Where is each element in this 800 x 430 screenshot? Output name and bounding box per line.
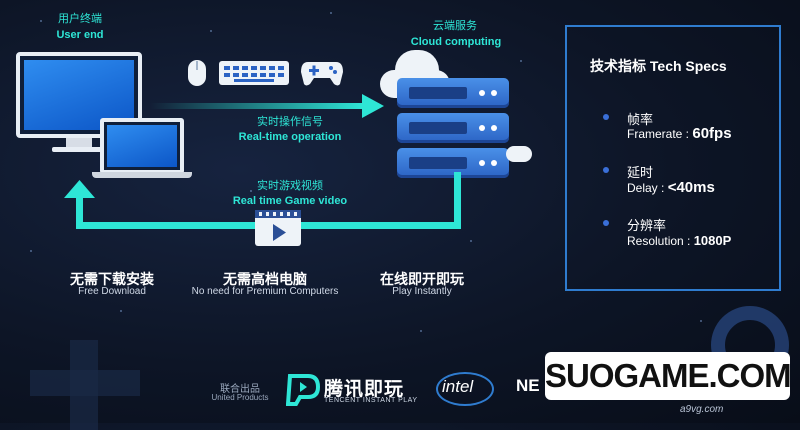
- tech-specs-title: 技术指标 Tech Specs: [590, 58, 727, 74]
- monitor-stand: [66, 138, 92, 148]
- operation-arrow: [150, 94, 384, 118]
- spec-resolution-label: Resolution :: [627, 234, 694, 248]
- partner-logo-text: NE: [516, 376, 540, 395]
- spec-resolution-zh: 分辨率: [627, 218, 667, 233]
- feature-title-play-instantly: 在线即开即玩: [380, 271, 464, 287]
- video-player-icon: [255, 210, 301, 246]
- brand-name-en: TENCENT INSTANT PLAY: [324, 397, 418, 404]
- spec-framerate-value: 60fps: [692, 125, 732, 142]
- mouse-icon: [188, 60, 206, 86]
- small-cloud-icon: [506, 146, 532, 162]
- keyboard-icon: [219, 61, 289, 85]
- spec-resolution: Resolution : 1080P: [627, 233, 731, 248]
- monitor-base: [52, 147, 106, 152]
- user-end-label-zh: 用户终端: [58, 13, 102, 25]
- laptop-icon: [100, 118, 184, 174]
- watermark-badge: SUOGAME.COM: [545, 352, 792, 400]
- background-plus-shape: [30, 340, 140, 430]
- cloud-label-zh: 云端服务: [433, 20, 477, 32]
- feature-subtitle-no-premium: No need for Premium Computers: [191, 286, 339, 297]
- site-watermark: a9vg.com: [680, 404, 724, 415]
- spec-framerate-zh: 帧率: [627, 112, 654, 127]
- spec-delay-zh: 延时: [627, 165, 654, 180]
- intel-logo-icon: [436, 372, 494, 406]
- feature-title-no-premium: 无需高档电脑: [223, 271, 307, 287]
- desktop-monitor-icon: [16, 52, 142, 138]
- tech-specs-panel: [565, 25, 781, 291]
- laptop-base: [92, 172, 192, 178]
- feature-title-free-download: 无需下载安装: [70, 271, 154, 287]
- spec-delay-label: Delay :: [627, 181, 668, 195]
- server-icon: [397, 78, 509, 108]
- cloud-label-en: Cloud computing: [410, 36, 502, 48]
- spec-delay: Delay : <40ms: [627, 179, 715, 196]
- feature-subtitle-play-instantly: Play Instantly: [392, 286, 452, 297]
- gamepad-icon: [301, 62, 343, 86]
- user-end-label-en: User end: [56, 29, 104, 41]
- operation-label-en: Real-time operation: [238, 131, 342, 143]
- server-icon: [397, 113, 509, 143]
- feature-subtitle-free-download: Free Download: [78, 286, 146, 297]
- spec-bullet: [603, 167, 609, 173]
- spec-bullet: [603, 220, 609, 226]
- server-icon: [397, 148, 509, 178]
- spec-resolution-value: 1080P: [693, 233, 732, 248]
- tencent-instant-play-logo-icon: [286, 374, 320, 406]
- joint-product-label-en: United Products: [211, 393, 269, 402]
- operation-label-zh: 实时操作信号: [257, 116, 323, 128]
- intel-logo-text: intel: [442, 377, 474, 396]
- spec-framerate-label: Framerate :: [627, 127, 693, 141]
- spec-bullet: [603, 114, 609, 120]
- spec-framerate: Framerate : 60fps: [627, 125, 732, 142]
- brand-name-zh: 腾讯即玩: [324, 379, 405, 400]
- joint-product-label-zh: 联合出品: [220, 384, 260, 395]
- spec-delay-value: <40ms: [667, 179, 715, 196]
- video-label-en: Real time Game video: [232, 195, 348, 207]
- video-label-zh: 实时游戏视频: [257, 180, 323, 192]
